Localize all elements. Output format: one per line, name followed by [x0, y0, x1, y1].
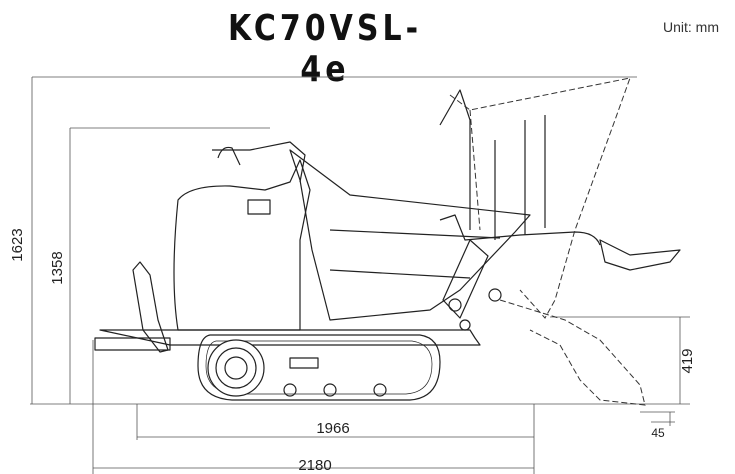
unit-label: Unit: mm: [663, 19, 719, 35]
dim-dump-height: 419: [679, 348, 696, 373]
dim-ground-clearance: 45: [651, 426, 665, 440]
dump-positions-dashed: [449, 77, 646, 406]
dim-track-length: 1966: [316, 420, 349, 437]
crawler-carrier-drawing: [94, 89, 681, 401]
dim-overall-length: 2180: [298, 457, 331, 474]
model-title: KC70VSL-4e: [227, 8, 423, 91]
dim-overall-height: 1623: [9, 228, 26, 261]
dimension-lines: [30, 76, 690, 474]
dim-body-height: 1358: [49, 251, 66, 284]
